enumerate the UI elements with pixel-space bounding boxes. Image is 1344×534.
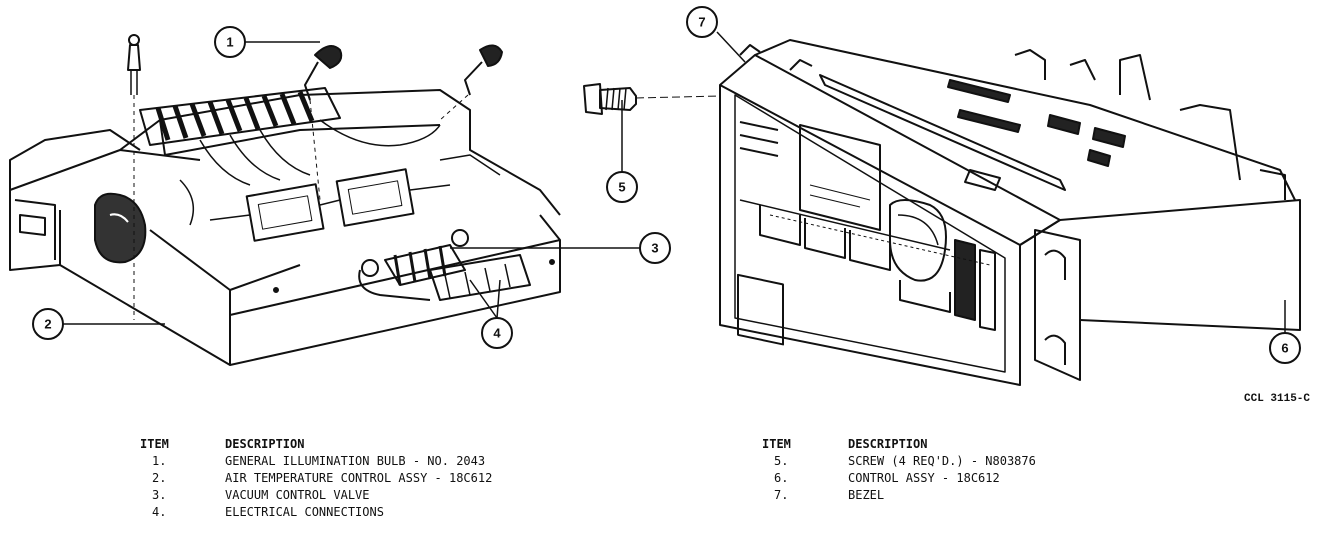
legend-item-number: 6. — [774, 471, 789, 485]
callout-5: 5 — [618, 180, 625, 195]
air-temperature-control-assembly — [9, 34, 561, 366]
legend-item-description: GENERAL ILLUMINATION BULB - NO. 2043 — [225, 454, 486, 468]
callout-leaders — [62, 31, 1286, 333]
control-assembly-with-bezel — [583, 39, 1301, 386]
legend-item-number: 5. — [774, 454, 789, 468]
figure-code: CCL 3115-C — [1244, 393, 1311, 405]
legend-item-description: AIR TEMPERATURE CONTROL ASSY - 18C612 — [225, 471, 493, 485]
legend-item-description: VACUUM CONTROL VALVE — [225, 488, 370, 502]
legend-item-description: SCREW (4 REQ'D.) - N803876 — [848, 454, 1036, 468]
legend-item-header: ITEM — [762, 437, 791, 451]
legend-item-description: CONTROL ASSY - 18C612 — [848, 471, 1000, 485]
legend-item-description: BEZEL — [848, 488, 885, 502]
callout-4: 4 — [493, 326, 501, 341]
legend-description-header: DESCRIPTION — [848, 437, 928, 451]
legend-item-description: ELECTRICAL CONNECTIONS — [225, 505, 384, 519]
legend-item-number: 2. — [152, 471, 167, 485]
legend-item-number: 1. — [152, 454, 167, 468]
legend-item-number: 7. — [774, 488, 789, 502]
legend-description-header: DESCRIPTION — [225, 437, 305, 451]
legend-item-number: 3. — [152, 488, 167, 502]
legend-left: ITEM DESCRIPTION 1. GENERAL ILLUMINATION… — [140, 436, 660, 528]
callout-3: 3 — [651, 241, 658, 256]
legend-item-number: 4. — [152, 505, 167, 519]
legend-item-header: ITEM — [140, 437, 169, 451]
callout-2: 2 — [44, 317, 51, 332]
callout-1: 1 — [226, 35, 233, 50]
legend-right: ITEM DESCRIPTION 5. SCREW (4 REQ'D.) - N… — [762, 436, 1242, 528]
callout-7: 7 — [698, 15, 705, 30]
callout-6: 6 — [1281, 341, 1288, 356]
